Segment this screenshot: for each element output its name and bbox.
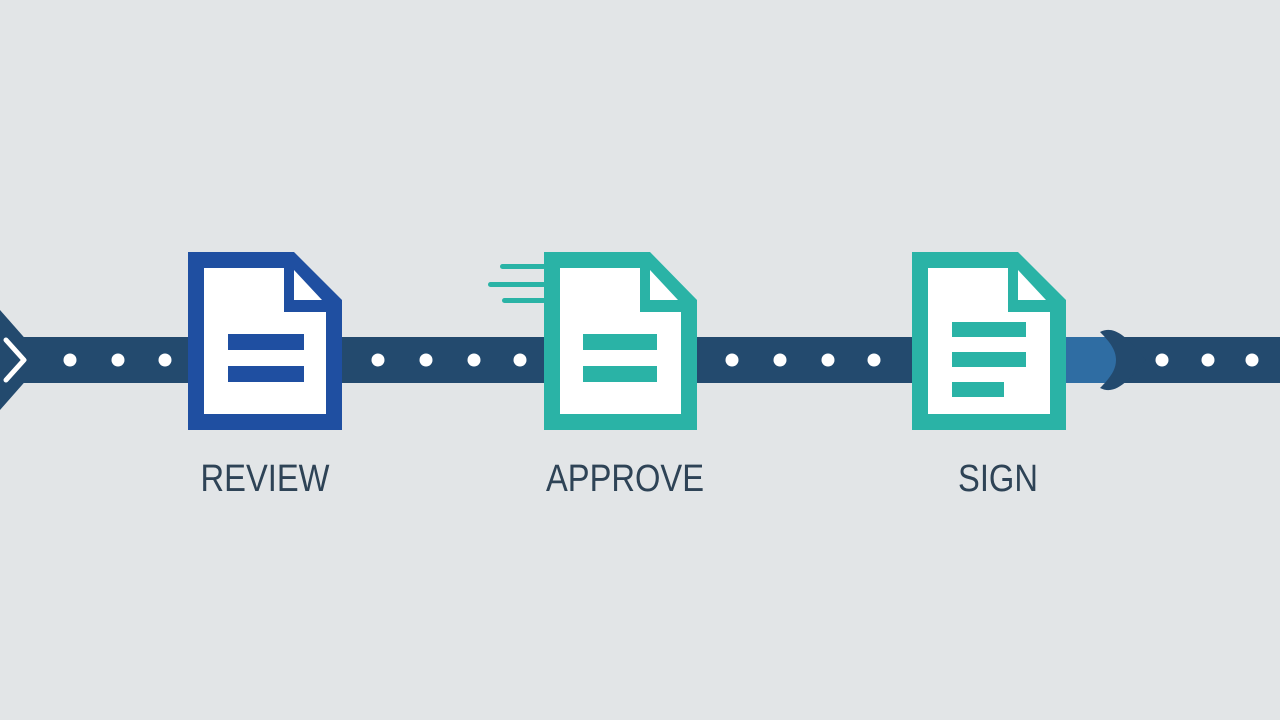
connector-dots-approve-sign <box>725 353 881 367</box>
document-icon-review <box>188 252 342 430</box>
arrow-right-icon <box>1100 329 1146 391</box>
flow-track-highlight <box>1060 337 1120 383</box>
chevron-right-icon <box>0 310 44 410</box>
motion-lines-icon <box>488 264 546 303</box>
connector-dots-end <box>1155 353 1259 367</box>
document-icon-sign <box>912 252 1066 430</box>
connector-dots-start <box>63 353 172 367</box>
step-label-approve: APPROVE <box>545 458 704 500</box>
connector-dots-review-approve <box>371 353 527 367</box>
document-icon-approve <box>544 252 697 430</box>
step-label-sign: SIGN <box>958 458 1038 500</box>
step-label-review: REVIEW <box>200 458 330 500</box>
